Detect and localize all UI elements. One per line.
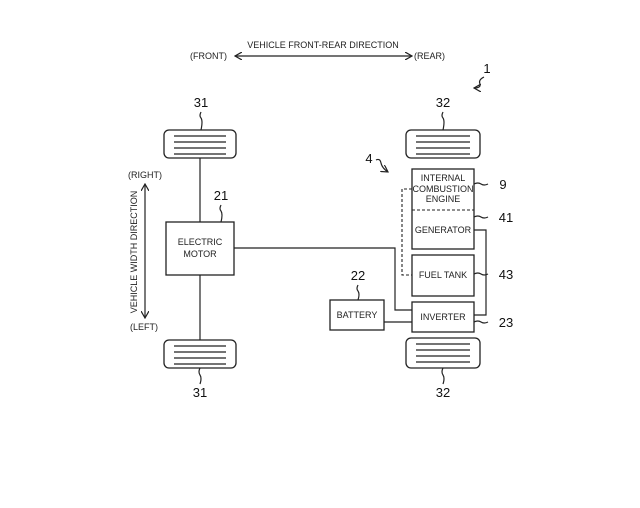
width-direction-title: VEHICLE WIDTH DIRECTION	[129, 191, 139, 314]
leader-line	[473, 182, 489, 186]
front-wheel-top: 31	[163, 95, 237, 159]
fuel-tank-label: FUEL TANK	[419, 270, 467, 280]
inverter-box	[411, 301, 475, 333]
right-label: (RIGHT)	[128, 170, 162, 180]
electric-motor-ref: 21	[214, 188, 228, 203]
leader-line	[473, 215, 489, 219]
leader-line	[199, 111, 203, 131]
electric-motor-label-line2: MOTOR	[183, 249, 217, 259]
inverter-label: INVERTER	[420, 312, 466, 322]
rear-wheel-bottom: 32	[405, 337, 481, 400]
generator-inverter-wire	[474, 229, 487, 316]
engine-label-line2: COMBUSTION	[412, 184, 473, 194]
width-direction-indicator: (RIGHT) VEHICLE WIDTH DIRECTION (LEFT)	[128, 170, 162, 332]
wheel-shape	[405, 129, 481, 159]
electric-motor-label-line1: ELECTRIC	[178, 237, 223, 247]
fuel-line	[401, 188, 412, 276]
front-wheel-top-ref: 31	[194, 95, 208, 110]
battery-box	[329, 299, 385, 331]
leader-line	[473, 320, 489, 324]
rear-wheel-bottom-ref: 32	[436, 385, 450, 400]
vehicle-ref-number: 1	[483, 61, 490, 76]
engine-generator-box	[411, 168, 475, 250]
electric-motor-block: 21 ELECTRIC MOTOR	[165, 188, 235, 276]
power-unit-ref-number: 4	[365, 151, 372, 166]
front-rear-direction-indicator: VEHICLE FRONT-REAR DIRECTION (FRONT) (RE…	[190, 40, 445, 61]
vehicle-ref-arrow	[474, 76, 485, 88]
rear-wheel-top-ref: 32	[436, 95, 450, 110]
battery-ref: 22	[351, 268, 365, 283]
engine-ref: 9	[499, 177, 506, 192]
fuel-tank-ref: 43	[499, 267, 513, 282]
rear-wheel-top: 32	[405, 95, 481, 159]
power-unit-ref-arrow	[375, 158, 388, 172]
front-wheel-bottom: 31	[163, 339, 237, 400]
wheel-shape	[163, 129, 237, 159]
rear-label: (REAR)	[414, 51, 445, 61]
leader-line	[198, 367, 202, 385]
leader-line	[356, 284, 360, 301]
battery-label: BATTERY	[337, 310, 378, 320]
power-unit-ref: 4	[365, 151, 388, 172]
engine-label-line1: INTERNAL	[421, 173, 466, 183]
front-label: (FRONT)	[190, 51, 227, 61]
generator-ref: 41	[499, 210, 513, 225]
vehicle-ref: 1	[474, 61, 491, 88]
engine-generator-unit: INTERNAL COMBUSTION ENGINE GENERATOR 9 4…	[411, 168, 513, 250]
motor-inverter-wire	[234, 247, 412, 311]
inverter-block: INVERTER 23	[411, 301, 513, 333]
left-label: (LEFT)	[130, 322, 158, 332]
front-wheel-bottom-ref: 31	[193, 385, 207, 400]
fuel-tank-block: FUEL TANK 43	[411, 254, 513, 297]
fuel-tank-box	[411, 254, 475, 297]
battery-block: 22 BATTERY	[329, 268, 385, 331]
leader-line	[219, 204, 223, 223]
engine-label-line3: ENGINE	[426, 194, 461, 204]
inverter-ref: 23	[499, 315, 513, 330]
leader-line	[441, 111, 445, 131]
front-rear-direction-title: VEHICLE FRONT-REAR DIRECTION	[247, 40, 399, 50]
leader-line	[441, 367, 445, 385]
generator-label: GENERATOR	[415, 225, 472, 235]
wheel-shape	[405, 337, 481, 369]
